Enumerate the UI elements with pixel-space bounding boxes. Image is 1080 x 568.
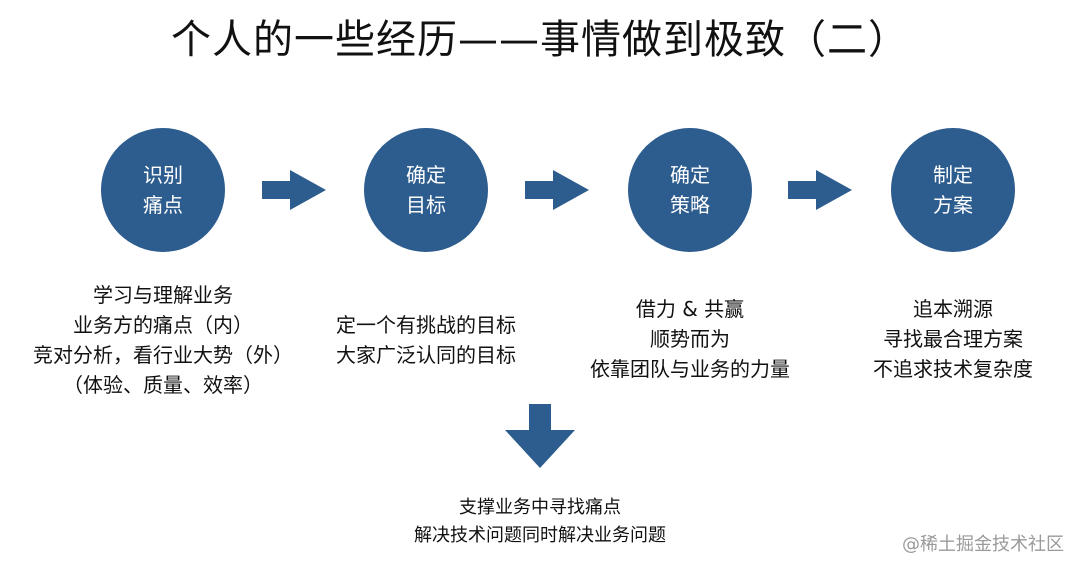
- step-circle-identify-pain-points: 识别 痛点: [101, 128, 225, 252]
- description-line: 业务方的痛点（内）: [73, 313, 253, 337]
- arrow-right-icon: [525, 170, 589, 210]
- step-circle-set-goal: 确定 目标: [364, 128, 488, 252]
- step-label-line2: 策略: [670, 193, 710, 217]
- step-label-line1: 确定: [406, 163, 446, 187]
- step-circle-set-strategy: 确定 策略: [628, 128, 752, 252]
- step-circle-make-plan: 制定 方案: [891, 128, 1015, 252]
- step-label-line2: 目标: [406, 193, 446, 217]
- step-label-line1: 识别: [143, 163, 183, 187]
- bottom-note: 支撑业务中寻找痛点 解决技术问题同时解决业务问题: [380, 494, 700, 550]
- step-label-line1: 确定: [670, 163, 710, 187]
- step-description-identify-pain-points: 学习与理解业务 业务方的痛点（内） 竞对分析，看行业大势（外） （体验、质量、效…: [13, 280, 313, 400]
- description-line: 依靠团队与业务的力量: [590, 357, 790, 381]
- step-description-make-plan: 追本溯源 寻找最合理方案 不追求技术复杂度: [843, 294, 1063, 384]
- note-line: 支撑业务中寻找痛点: [459, 497, 621, 518]
- page-title: 个人的一些经历——事情做到极致（二）: [171, 17, 909, 63]
- description-line: 竞对分析，看行业大势（外）: [33, 343, 293, 367]
- description-line: 顺势而为: [650, 327, 730, 351]
- step-label-line2: 方案: [933, 193, 973, 217]
- description-line: 追本溯源: [913, 297, 993, 321]
- description-line: 不追求技术复杂度: [873, 357, 1033, 381]
- step-description-set-goal: 定一个有挑战的目标 大家广泛认同的目标: [306, 310, 546, 370]
- description-line: （体验、质量、效率）: [63, 373, 263, 397]
- description-line: 借力 & 共赢: [635, 297, 745, 321]
- description-line: 定一个有挑战的目标: [336, 313, 516, 337]
- arrow-right-icon: [788, 170, 852, 210]
- step-description-set-strategy: 借力 & 共赢 顺势而为 依靠团队与业务的力量: [570, 294, 810, 384]
- step-label-line1: 制定: [933, 163, 973, 187]
- step-label-line2: 痛点: [143, 193, 183, 217]
- watermark: @稀土掘金技术社区: [902, 534, 1064, 555]
- note-line: 解决技术问题同时解决业务问题: [414, 525, 666, 546]
- arrow-down-icon: [505, 404, 575, 468]
- description-line: 寻找最合理方案: [883, 327, 1023, 351]
- description-line: 学习与理解业务: [93, 283, 233, 307]
- arrow-right-icon: [262, 170, 326, 210]
- description-line: 大家广泛认同的目标: [336, 343, 516, 367]
